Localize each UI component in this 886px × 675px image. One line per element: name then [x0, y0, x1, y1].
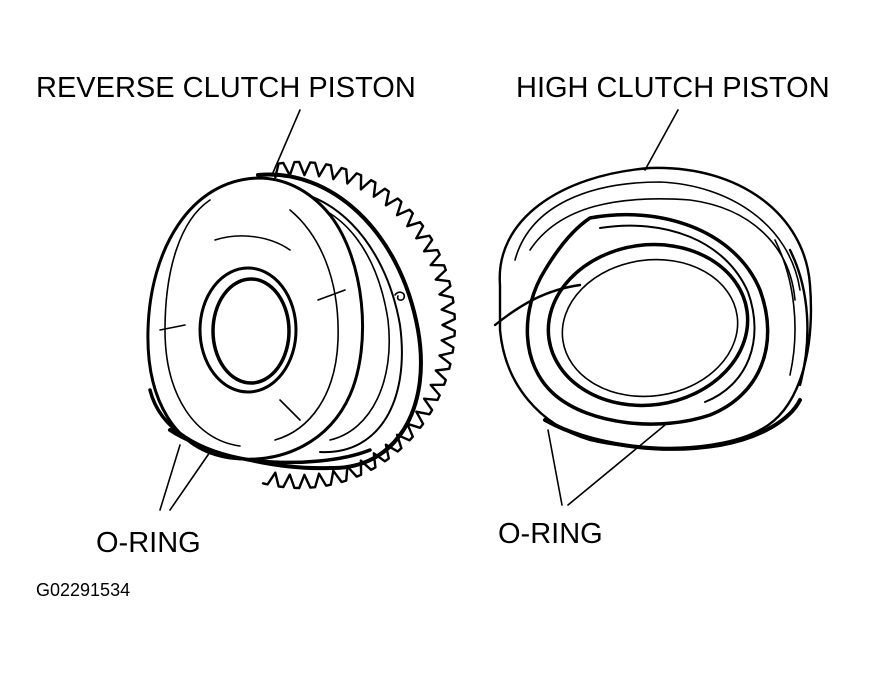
high-piston-lip — [527, 215, 767, 424]
high-piston-outer-2 — [515, 182, 800, 290]
reverse-piston-tab — [215, 236, 290, 250]
high-piston-o-ring — [545, 400, 800, 449]
reverse-piston-face-contour-2 — [275, 210, 338, 440]
o-ring-leader-left — [160, 445, 180, 510]
reverse-piston-bore-inner — [213, 279, 289, 383]
reverse-clutch-piston-label: REVERSE CLUTCH PISTON — [36, 72, 416, 104]
reverse-piston-face-contour — [165, 200, 240, 446]
o-ring-leader-right — [568, 425, 665, 505]
reverse-piston-rim-inner — [268, 190, 402, 452]
o-ring-label-left: O-RING — [96, 527, 201, 559]
reverse-piston-rim-inner-2 — [290, 200, 389, 440]
high-piston-bore — [538, 232, 758, 418]
high-piston-bore-inner — [553, 248, 746, 407]
reverse-piston-tab — [318, 290, 345, 300]
high-piston-leader — [645, 110, 678, 170]
reverse-clutch-piston — [148, 110, 455, 510]
high-piston-band — [775, 240, 795, 375]
reverse-piston-o-ring — [150, 390, 370, 462]
high-piston-band — [790, 250, 807, 385]
high-piston-seam — [495, 285, 580, 325]
high-piston-lip-2 — [600, 226, 755, 402]
reverse-piston-tab — [160, 325, 185, 330]
high-clutch-piston — [495, 110, 811, 505]
o-ring-leader-right — [548, 430, 562, 505]
high-clutch-piston-label: HIGH CLUTCH PISTON — [516, 72, 830, 104]
figure-code: G02291534 — [36, 580, 131, 600]
reverse-piston-tab — [280, 400, 300, 420]
o-ring-leader-left — [170, 452, 210, 510]
o-ring-label-right: O-RING — [498, 518, 603, 550]
reverse-piston-hole — [395, 292, 404, 300]
reverse-piston-leader — [272, 110, 300, 175]
reverse-piston-bore-outer — [200, 268, 296, 392]
reverse-piston-face — [148, 178, 363, 459]
